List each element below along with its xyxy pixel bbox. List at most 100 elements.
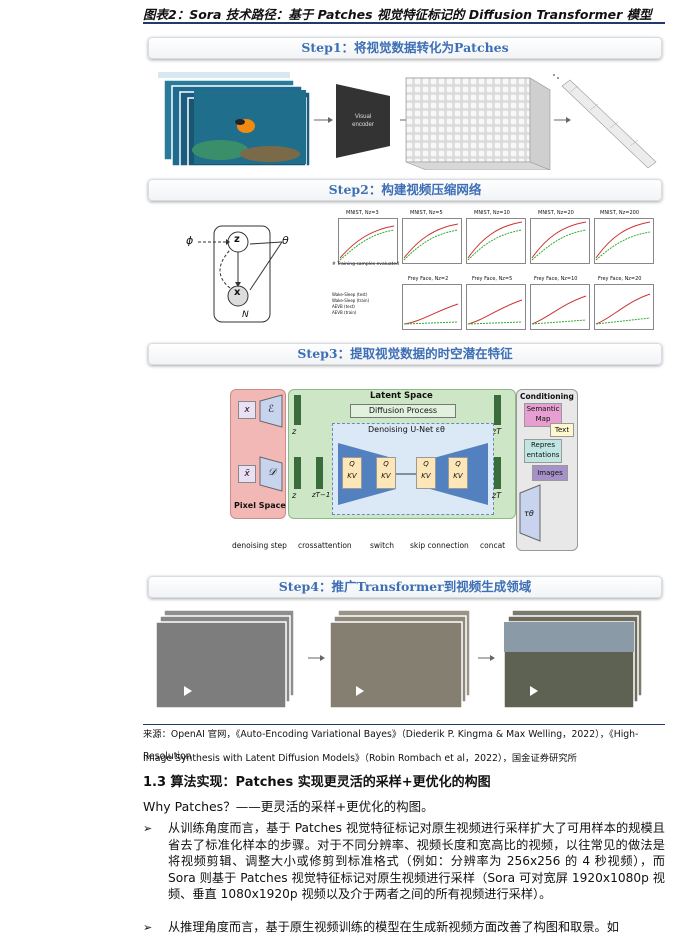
legend-item: AEVB (train) <box>332 310 357 315</box>
unet-label: Denoising U-Net εθ <box>368 425 445 434</box>
plot-mnist-200 <box>594 218 654 264</box>
bullet-marker: ➢ <box>143 822 153 835</box>
plot-title: MNIST, Nz=5 <box>410 210 443 216</box>
plot-title: Frey Face, Nz=10 <box>534 276 578 282</box>
legend-item: AEVB (test) <box>332 304 355 309</box>
frey-plots-row: Wake-Sleep (test) Wake-Sleep (train) AEV… <box>330 276 660 336</box>
mnist-plots-row: MNIST, Nz=3 MNIST, Nz=5 MNIST, Nz=10 MNI… <box>330 210 660 270</box>
legend-concat: concat <box>480 541 506 550</box>
plot-mnist-10 <box>466 218 526 264</box>
source-line-1: 来源：OpenAI 官网，《Auto-Encoding Variational … <box>143 729 639 762</box>
plot-title: Frey Face, Nz=2 <box>408 276 449 282</box>
ldm-diagram: Pixel Space x x̃ ℰ 𝒟 Latent Space Diffus… <box>230 387 580 557</box>
step1-svg: Visual encoder <box>158 72 657 171</box>
qkv-block: Q KV <box>342 457 362 489</box>
conditioning-label: Conditioning <box>520 392 574 401</box>
tau-label: τθ <box>524 509 534 518</box>
legend-item: Wake-Sleep (test) <box>332 292 368 297</box>
pixel-space-label: Pixel Space <box>234 501 286 510</box>
plot-title: Frey Face, Nz=20 <box>598 276 642 282</box>
why-patches-line: Why Patches？——更灵活的采样+更优化的构图。 <box>143 799 434 814</box>
arrow-icon <box>308 655 325 661</box>
svg-text:encoder: encoder <box>352 122 374 128</box>
step4-diagram <box>150 606 670 710</box>
arrow-icon <box>478 655 495 661</box>
step4-svg <box>155 609 643 709</box>
qkv-block: Q KV <box>416 457 436 489</box>
frey-curves <box>403 293 651 325</box>
qkv-block: Q KV <box>448 457 468 489</box>
arrow-icon <box>314 117 333 123</box>
step3-banner: Step3：提取视觉数据的时空潜在特征 <box>148 343 662 365</box>
plot-title: Frey Face, Nz=5 <box>472 276 513 282</box>
ldm-legend: denoising step crossattention switch ski… <box>230 531 520 555</box>
legend-denoising-step: denoising step <box>232 541 287 550</box>
diffusion-process-box: Diffusion Process <box>350 404 456 418</box>
zT-lower-label: zT <box>492 491 502 500</box>
svg-text:Visual: Visual <box>355 114 371 120</box>
x-axis-label: # Training samples evaluated <box>332 262 399 267</box>
zT1-bar <box>316 457 323 489</box>
figure-title-rule <box>143 22 665 24</box>
visual-encoder: Visual encoder <box>336 84 390 158</box>
final-video-stack <box>503 609 643 709</box>
plot-title: MNIST, Nz=200 <box>600 210 640 216</box>
patch-sequence <box>553 74 657 169</box>
plot-mnist-3 <box>338 218 398 264</box>
latent-space-label: Latent Space <box>370 391 433 401</box>
zT-bar-lower <box>494 457 501 489</box>
x-output-box: x̃ <box>238 465 256 483</box>
noisy-video-stack <box>155 609 295 709</box>
section-heading: 1.3 算法实现：Patches 实现更灵活的采样+更优化的构图 <box>143 775 491 790</box>
patch-cube <box>404 77 552 171</box>
zT-label: zT <box>492 427 502 436</box>
images-box: Images <box>532 465 568 481</box>
phi-label: ϕ <box>186 234 194 247</box>
source-rule <box>143 724 665 725</box>
step2-banner: Step2：构建视频压缩网络 <box>148 179 662 201</box>
legend-skip-connection: skip connection <box>410 541 469 550</box>
partial-video-stack <box>329 609 471 709</box>
legend-item: Wake-Sleep (train) <box>332 298 370 303</box>
tau-shape <box>519 484 541 542</box>
encoder-label: ℰ <box>268 404 275 415</box>
step4-banner: Step4：推广Transformer到视频生成领域 <box>148 576 662 598</box>
plot-title: MNIST, Nz=20 <box>538 210 574 216</box>
arrow-icon <box>554 117 571 123</box>
graphical-model-svg <box>198 225 283 323</box>
x-input-box: x <box>238 401 256 419</box>
source-line-2: Image Synthesis with Latent Diffusion Mo… <box>143 753 577 764</box>
zT-bar <box>494 395 501 425</box>
z-lower-label: z <box>292 491 297 500</box>
representations-box: Repres entations <box>524 439 562 463</box>
theta-label: θ <box>282 234 289 247</box>
bullet-paragraph-2: 从推理角度而言，基于原生视频训练的模型在生成新视频方面改善了构图和取景。如 <box>168 920 619 934</box>
z-node-label: z <box>234 234 240 245</box>
bullet-marker: ➢ <box>143 921 153 934</box>
vae-plots: MNIST, Nz=3 MNIST, Nz=5 MNIST, Nz=10 MNI… <box>330 210 660 336</box>
plot-mnist-20 <box>530 218 590 264</box>
plate-label: N <box>242 310 249 320</box>
decoder-label: 𝒟 <box>268 467 276 478</box>
graphical-model: ϕ z x θ N <box>180 218 300 328</box>
z-bar-lower <box>294 457 301 489</box>
x-node-label: x <box>234 287 241 298</box>
bullet-paragraph-1: 从训练角度而言，基于 Patches 视觉特征标记对原生视频进行采样扩大了可用样… <box>168 821 665 902</box>
legend-switch: switch <box>370 541 394 550</box>
legend-crossattention: crossattention <box>298 541 352 550</box>
step1-banner: Step1：将视觉数据转化为Patches <box>148 37 662 59</box>
plot-title: MNIST, Nz=3 <box>346 210 379 216</box>
zT1-label: zT−1 <box>312 491 331 499</box>
figure-title: 图表2：Sora 技术路径：基于 Patches 视觉特征标记的 Diffusi… <box>143 7 652 22</box>
plot-title: MNIST, Nz=10 <box>474 210 510 216</box>
z-label: z <box>292 427 297 436</box>
text-box: Text <box>550 423 574 437</box>
z-bar <box>294 395 301 425</box>
plot-legend: Wake-Sleep (test) Wake-Sleep (train) AEV… <box>332 292 390 324</box>
enc-dec-shapes <box>259 394 283 492</box>
semantic-map-box: Semantic Map <box>524 403 562 427</box>
step1-diagram: Visual encoder <box>150 70 670 171</box>
coral-image <box>192 90 306 164</box>
qkv-block: Q KV <box>376 457 396 489</box>
mnist-curves <box>339 221 651 261</box>
